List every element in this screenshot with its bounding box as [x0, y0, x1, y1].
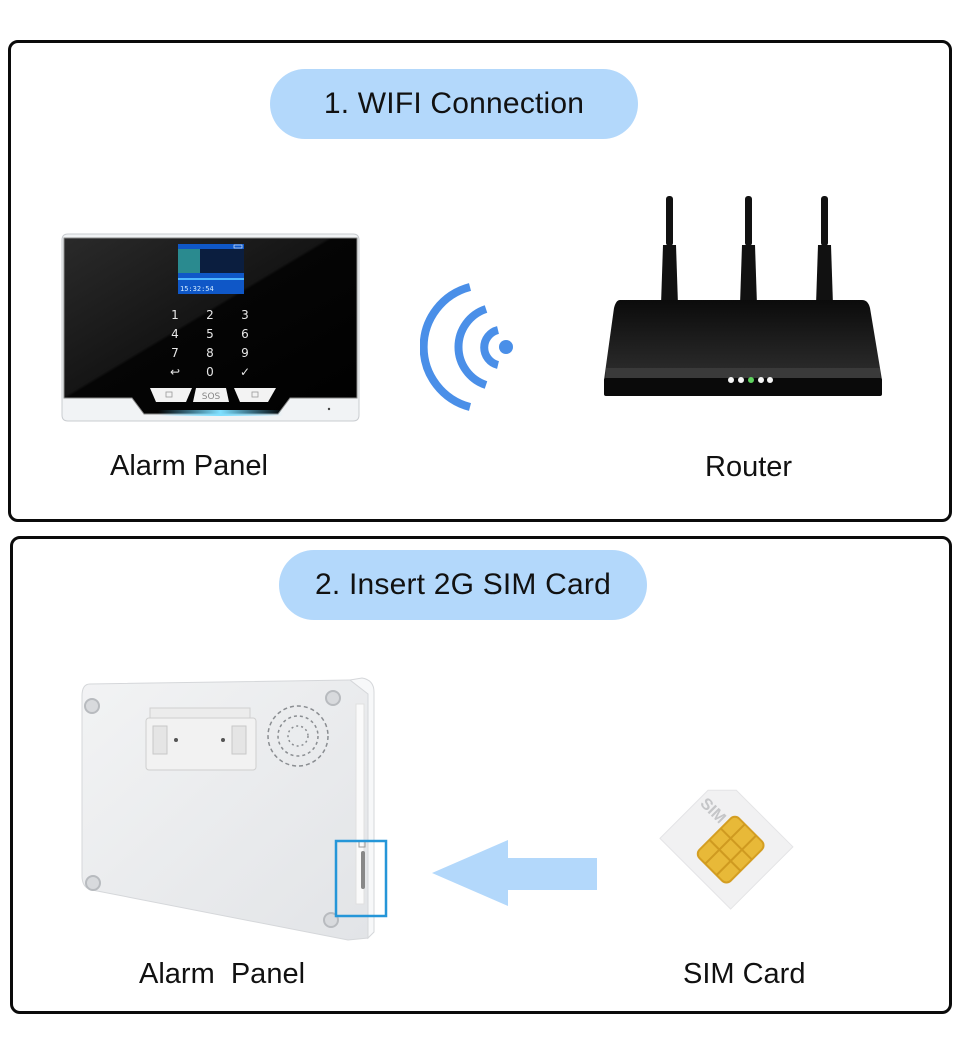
sos-label: SOS: [202, 392, 221, 402]
router-image: [604, 196, 882, 396]
lock-icon: [251, 391, 259, 398]
key-confirm[interactable]: ✓: [240, 365, 250, 379]
key-8[interactable]: 8: [206, 346, 214, 360]
key-3[interactable]: 3: [241, 308, 249, 322]
label-sim-card: SIM Card: [683, 958, 806, 990]
section-title-wifi: 1. WIFI Connection: [270, 69, 638, 139]
key-5[interactable]: 5: [206, 327, 214, 341]
keypad: 1 2 3 4 5 6 7 8 9 ↩ 0 ✓: [170, 308, 250, 379]
lock-icon: [165, 391, 173, 398]
key-4[interactable]: 4: [171, 327, 179, 341]
sos-button[interactable]: [193, 388, 229, 402]
speaker-grille: [267, 705, 329, 767]
key-7[interactable]: 7: [171, 346, 179, 360]
label-router: Router: [705, 451, 793, 483]
router-status-leds: [728, 377, 773, 383]
alarm-panel-back-image: [81, 677, 388, 941]
arm-lock-button[interactable]: [150, 388, 192, 402]
router-antennas: [661, 196, 833, 305]
alarm-panel-front-image: 15:32:54 1 2 3 4 5 6 7 8 9 ↩ 0 ✓ SOS: [61, 233, 360, 422]
section-title-sim: 2. Insert 2G SIM Card: [279, 550, 647, 620]
sim-slot-highlight: [334, 839, 388, 918]
label-alarm-panel-back: Alarm Panel: [139, 958, 306, 990]
sim-chip: [696, 815, 765, 884]
key-6[interactable]: 6: [241, 327, 249, 341]
disarm-lock-button[interactable]: [234, 388, 276, 402]
sim-card-image: SIM: [659, 789, 794, 910]
screen-time: 15:32:54: [180, 285, 214, 293]
key-2[interactable]: 2: [206, 308, 214, 322]
alarm-screen: 15:32:54: [178, 244, 244, 294]
key-0[interactable]: 0: [206, 365, 214, 379]
arrow-left-icon: [432, 840, 597, 906]
key-1[interactable]: 1: [171, 308, 179, 322]
wifi-signal-icon: [420, 283, 513, 411]
key-back[interactable]: ↩: [170, 365, 180, 379]
label-alarm-panel: Alarm Panel: [110, 450, 268, 482]
key-9[interactable]: 9: [241, 346, 249, 360]
